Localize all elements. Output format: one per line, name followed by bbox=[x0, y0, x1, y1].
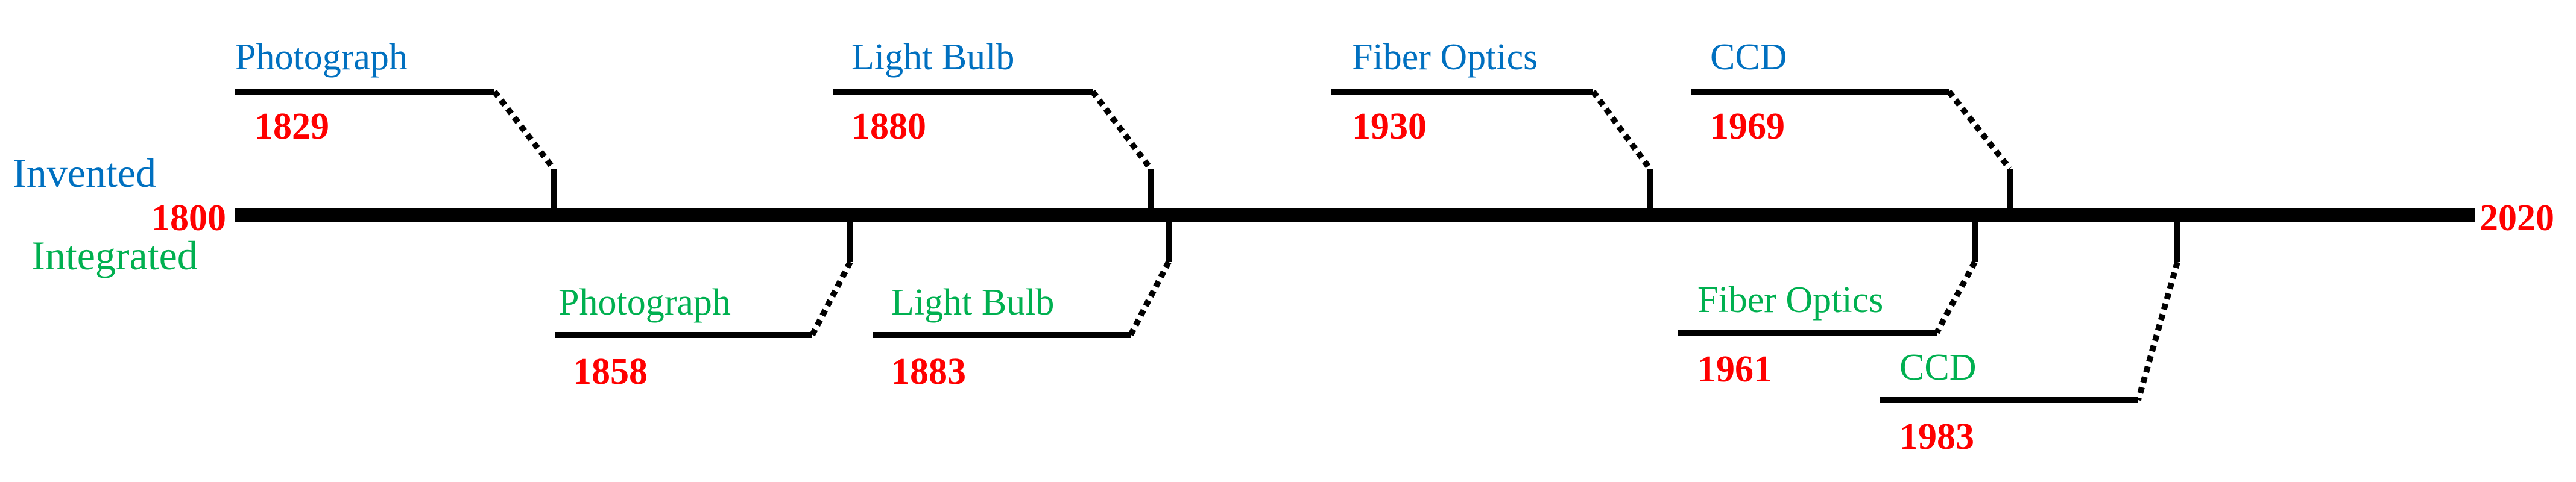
row-label-integrated: Integrated bbox=[31, 233, 198, 278]
invented-event-year: 1930 bbox=[1352, 106, 1427, 147]
axis-start-year: 1800 bbox=[151, 198, 226, 239]
integrated-event-year: 1883 bbox=[891, 351, 966, 392]
event-connector-dotted bbox=[1590, 90, 1653, 171]
invented-event-name: Light Bulb bbox=[851, 37, 1014, 78]
event-connector-dotted bbox=[1128, 260, 1172, 337]
invented-event-year: 1880 bbox=[851, 106, 926, 147]
integrated-event-year: 1983 bbox=[1899, 416, 1974, 457]
integrated-event-fiber-optics: Fiber Optics 1961 bbox=[1678, 215, 1978, 390]
event-connector-dotted bbox=[1090, 90, 1153, 171]
event-connector-dotted bbox=[492, 89, 556, 171]
integrated-event-ccd: CCD 1983 bbox=[1880, 215, 2180, 457]
integrated-event-light-bulb: Light Bulb 1883 bbox=[873, 215, 1172, 392]
invented-event-name: CCD bbox=[1710, 37, 1787, 78]
invented-event-fiber-optics: Fiber Optics 1930 bbox=[1331, 37, 1653, 215]
invented-event-year: 1969 bbox=[1710, 106, 1785, 147]
integrated-event-year: 1858 bbox=[573, 351, 648, 392]
event-connector-dotted bbox=[2135, 261, 2180, 401]
invented-event-ccd: CCD 1969 bbox=[1691, 37, 2013, 215]
integrated-event-name: Photograph bbox=[558, 282, 731, 323]
event-connector-dotted bbox=[809, 260, 853, 337]
integrated-event-name: Light Bulb bbox=[891, 282, 1054, 323]
event-connector-dotted bbox=[1946, 89, 2012, 171]
integrated-event-photograph: Photograph 1858 bbox=[555, 215, 853, 392]
invented-event-name: Fiber Optics bbox=[1352, 37, 1538, 78]
axis-end-year: 2020 bbox=[2480, 198, 2554, 239]
event-connector-dotted bbox=[1934, 260, 1978, 334]
invented-event-light-bulb: Light Bulb 1880 bbox=[833, 37, 1154, 215]
invented-event-photograph: Photograph 1829 bbox=[235, 37, 557, 215]
invented-event-year: 1829 bbox=[254, 106, 329, 147]
invented-event-name: Photograph bbox=[235, 37, 408, 78]
row-label-invented: Invented bbox=[13, 150, 156, 196]
integrated-event-name: Fiber Optics bbox=[1697, 280, 1883, 321]
integrated-event-name: CCD bbox=[1899, 347, 1976, 388]
integrated-event-year: 1961 bbox=[1697, 349, 1772, 390]
